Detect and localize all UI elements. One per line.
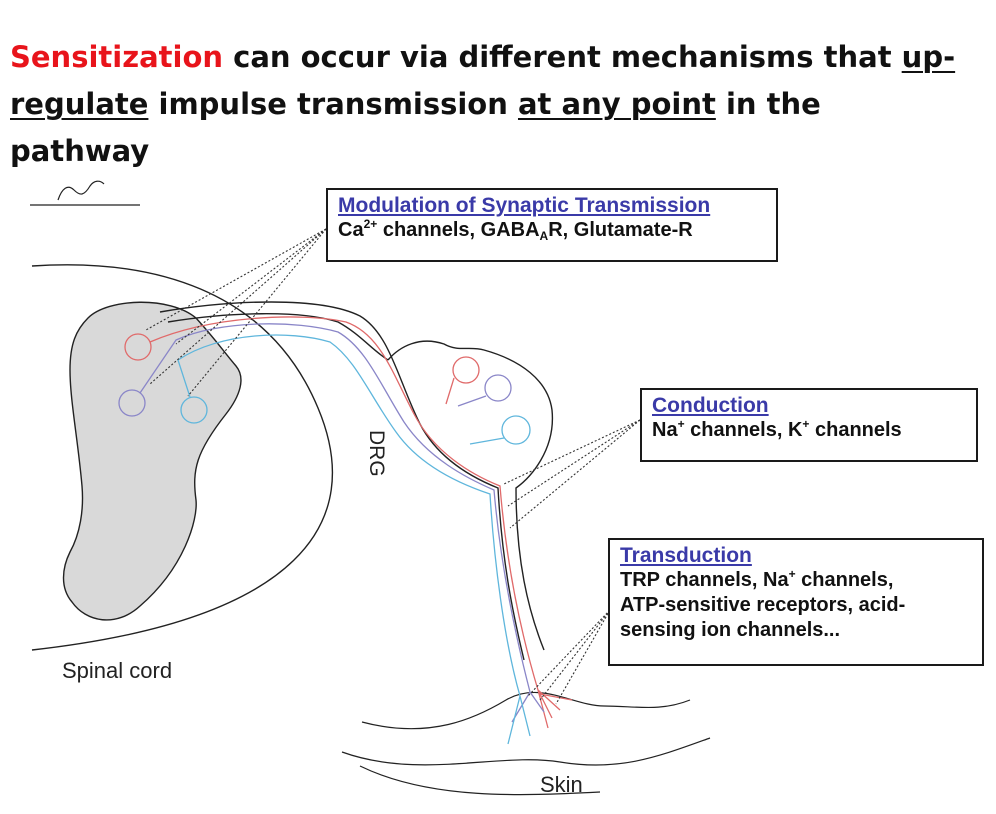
conduction-title: Conduction [652, 394, 769, 417]
drg-label: DRG [365, 430, 388, 477]
leader-lines [145, 228, 641, 705]
synaptic-transmission-items: Ca2+ channels, GABAAR, Glutamate-R [338, 217, 693, 243]
skin-outline [341, 691, 711, 796]
neuron-purple [118, 323, 545, 723]
squiggle-mark [30, 180, 140, 206]
spinal-cord-outline [31, 264, 333, 651]
title-highlight-word: Sensitization [10, 40, 224, 74]
transduction-box: Transduction TRP channels, Na+ channels,… [608, 538, 984, 666]
neuron-blue [177, 334, 531, 745]
gray-matter [62, 301, 242, 621]
skin-label: Skin [540, 772, 583, 797]
synaptic-transmission-title: Modulation of Synaptic Transmission [338, 194, 711, 217]
transduction-title: Transduction [620, 544, 752, 567]
slide-title: Sensitization can occur via different me… [10, 40, 956, 168]
conduction-items: Na+ channels, K+ channels [652, 417, 902, 441]
transduction-items: TRP channels, Na+ channels, ATP-sensitiv… [620, 567, 906, 641]
neuron-red [124, 316, 573, 729]
synaptic-transmission-box: Modulation of Synaptic Transmission Ca2+… [326, 188, 778, 262]
conduction-box: Conduction Na+ channels, K+ channels [640, 388, 978, 462]
spinal-cord-label: Spinal cord [62, 658, 173, 683]
